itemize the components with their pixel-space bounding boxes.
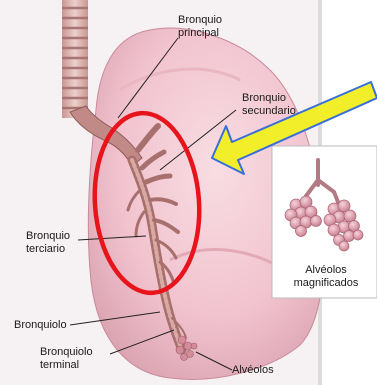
label-bronquio-secundario-line2: secundario bbox=[242, 105, 296, 118]
label-bronquio-secundario: Bronquio secundario bbox=[242, 92, 296, 118]
label-bronquio-secundario-line1: Bronquio bbox=[242, 92, 296, 105]
label-alveolos: Alvéolos bbox=[232, 364, 274, 377]
label-bronquio-terciario: Bronquio terciario bbox=[26, 230, 70, 256]
label-bronquio-principal-line2: principal bbox=[178, 27, 222, 40]
label-alveolos-magnificados: Alvéolos magnificados bbox=[276, 264, 376, 290]
label-alveolos-magnificados-line1: Alvéolos bbox=[276, 264, 376, 277]
label-bronquiolo-terminal: Bronquiolo terminal bbox=[40, 346, 93, 372]
label-bronquio-principal: Bronquio principal bbox=[178, 14, 222, 40]
trachea bbox=[62, 0, 88, 118]
label-bronquiolo-terminal-line2: terminal bbox=[40, 359, 93, 372]
label-bronquiolo: Bronquiolo bbox=[14, 319, 67, 332]
label-bronquiolo-terminal-line1: Bronquiolo bbox=[40, 346, 93, 359]
label-bronquio-terciario-line2: terciario bbox=[26, 243, 70, 256]
label-bronquio-terciario-line1: Bronquio bbox=[26, 230, 70, 243]
label-alveolos-magnificados-line2: magnificados bbox=[276, 277, 376, 290]
label-bronquio-principal-line1: Bronquio bbox=[178, 14, 222, 27]
